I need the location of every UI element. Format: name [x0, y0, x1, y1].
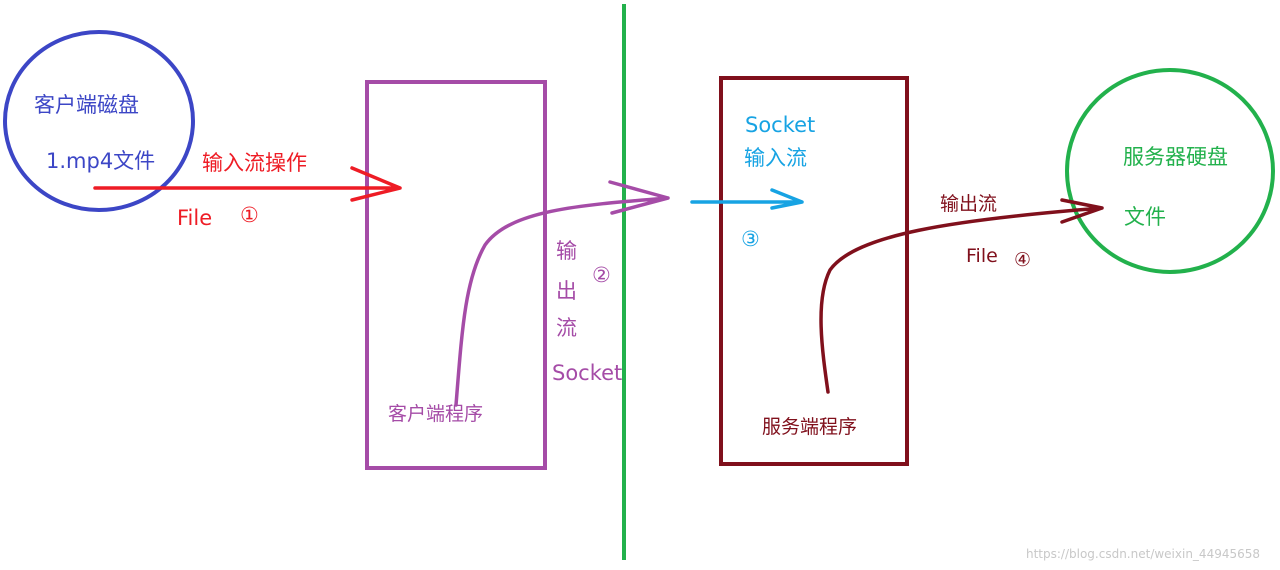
- client-disk-title: 客户端磁盘: [34, 93, 139, 117]
- step2-arrow: [454, 180, 670, 407]
- step4-arrow: [819, 198, 1104, 394]
- client-program-label: 客户端程序: [388, 403, 484, 425]
- step2-number: ②: [592, 263, 611, 287]
- watermark-url: https://blog.csdn.net/weixin_44945658: [1026, 547, 1261, 561]
- step2-type: Socket: [552, 361, 623, 385]
- server-disk-circle: [1065, 68, 1275, 274]
- server-input-label: 输入流: [744, 146, 807, 170]
- server-socket-label: Socket: [745, 113, 816, 137]
- step4-type: File: [966, 245, 998, 267]
- step1-type: File: [177, 206, 213, 230]
- step2-char-2: 出: [556, 279, 577, 303]
- client-disk-circle: [3, 30, 195, 212]
- step3-arrow: [690, 188, 804, 210]
- step4-label: 输出流: [940, 193, 998, 215]
- step1-arrow: [93, 166, 402, 202]
- step1-number: ①: [240, 203, 259, 227]
- client-program-box: [365, 80, 547, 470]
- server-disk-file: 文件: [1124, 205, 1166, 229]
- step2-char-1: 输: [556, 239, 577, 263]
- server-program-box: [719, 76, 909, 466]
- server-program-label: 服务端程序: [762, 416, 858, 438]
- server-disk-title: 服务器硬盘: [1123, 145, 1228, 169]
- step1-label: 输入流操作: [202, 151, 307, 175]
- step4-number: ④: [1014, 249, 1032, 271]
- step2-char-3: 流: [556, 316, 577, 340]
- client-disk-file: 1.mp4文件: [46, 149, 156, 173]
- step3-number: ③: [741, 227, 760, 251]
